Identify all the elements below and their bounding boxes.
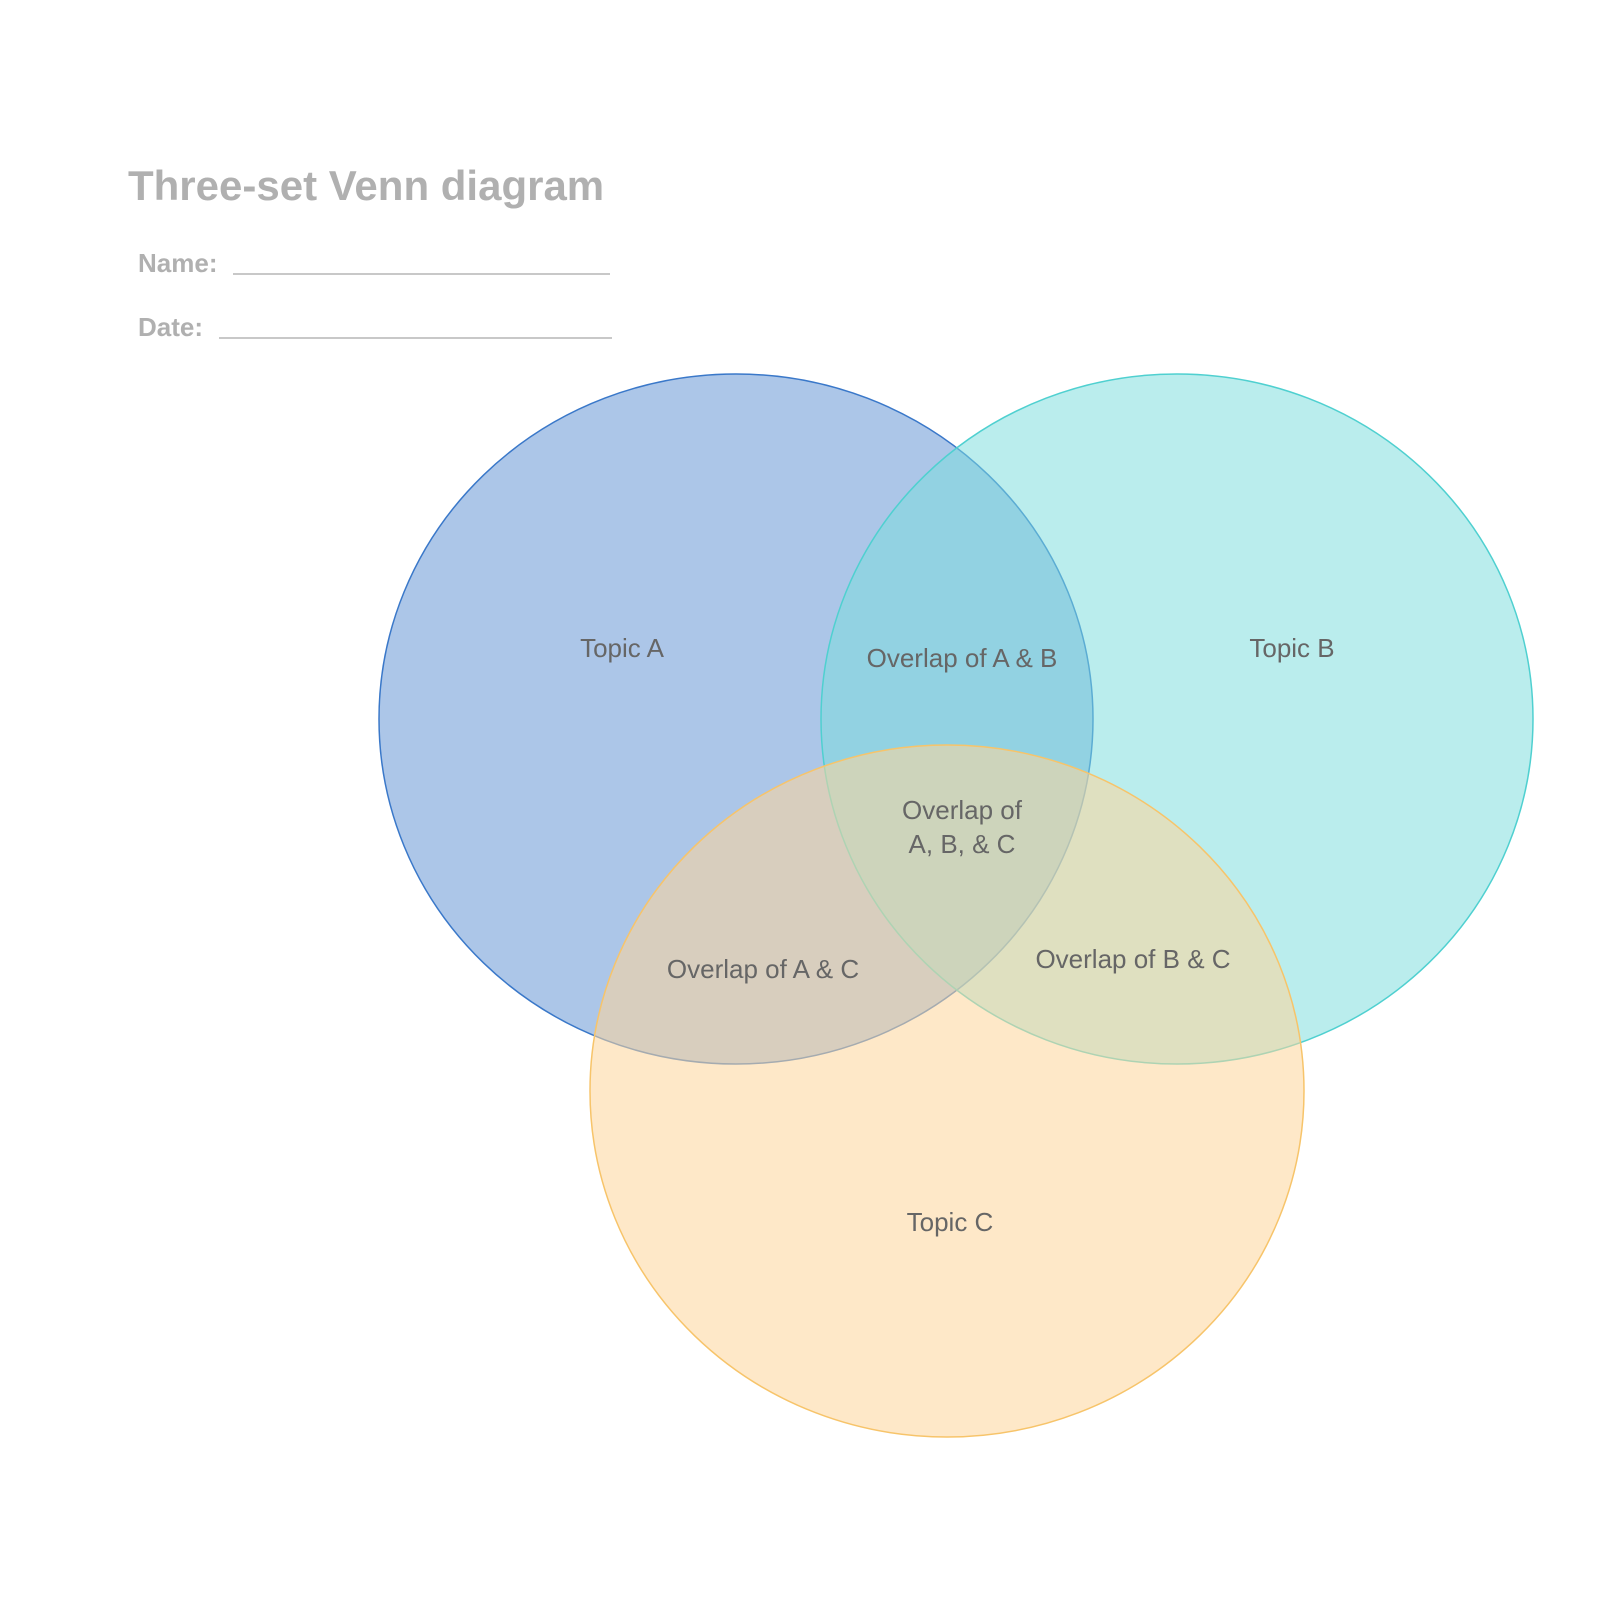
overlap-bc-label: Overlap of B & C bbox=[1035, 944, 1230, 974]
overlap-ac-label: Overlap of A & C bbox=[667, 954, 859, 984]
overlap-ab-label: Overlap of A & B bbox=[867, 643, 1058, 673]
overlap-abc-label-line1: Overlap of bbox=[902, 795, 1023, 825]
name-field: Name: bbox=[138, 248, 611, 279]
page-title: Three-set Venn diagram bbox=[128, 162, 605, 209]
date-input-line[interactable] bbox=[219, 336, 613, 339]
name-input-line[interactable] bbox=[233, 272, 611, 275]
set-c-circle[interactable] bbox=[589, 744, 1305, 1438]
topic-a-label: Topic A bbox=[580, 633, 664, 663]
name-label: Name: bbox=[138, 248, 218, 278]
overlap-abc-label-line2: A, B, & C bbox=[909, 829, 1016, 859]
topic-c-label: Topic C bbox=[907, 1207, 994, 1237]
date-field: Date: bbox=[138, 312, 613, 343]
topic-b-label: Topic B bbox=[1249, 633, 1334, 663]
date-label: Date: bbox=[138, 312, 204, 342]
